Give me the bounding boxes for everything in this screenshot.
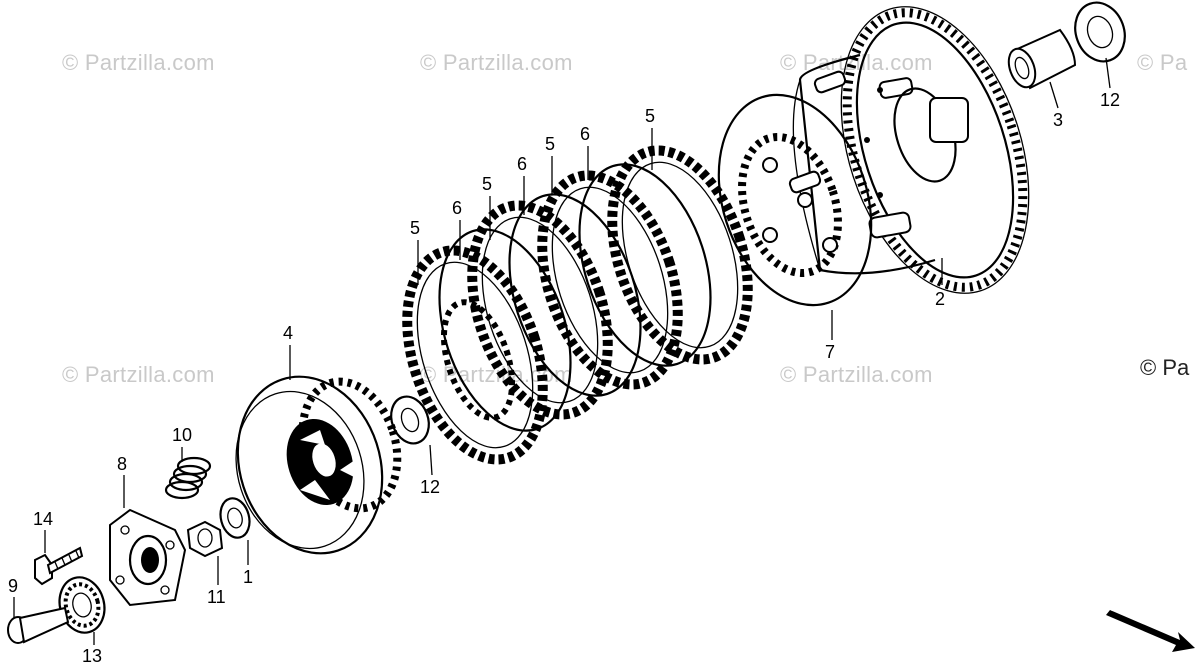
callout-11: 11	[207, 587, 226, 607]
watermark: © Partzilla.com	[62, 50, 215, 75]
watermark: © Partzilla.com	[420, 50, 573, 75]
forward-arrow	[1106, 610, 1195, 652]
callout-12: 12	[1100, 90, 1120, 110]
clutch-spring	[164, 456, 212, 500]
callout-6: 6	[452, 198, 462, 218]
callout-5: 5	[545, 134, 555, 154]
callout-7: 7	[825, 342, 835, 362]
callout-1: 1	[243, 567, 253, 587]
callout-2: 2	[935, 289, 945, 309]
bushing-part	[1007, 28, 1077, 90]
callout-8: 8	[117, 454, 127, 474]
lock-nut	[186, 520, 224, 558]
callout-4: 4	[283, 323, 293, 343]
leader-lines	[13, 57, 1111, 645]
clutch-lifter-plate	[109, 508, 187, 607]
callout-numbers: 12 3 2 7 5 6 5 6 5 6 5 4 12 10 8 1 11 14…	[8, 90, 1120, 666]
callout-5: 5	[645, 106, 655, 126]
watermark: © Pa	[1137, 50, 1188, 75]
clutch-center-hub	[235, 375, 402, 555]
callout-13: 13	[82, 646, 102, 666]
callout-3: 3	[1053, 110, 1063, 130]
callout-6: 6	[517, 154, 527, 174]
lifter-rod	[7, 606, 70, 644]
callout-9: 9	[8, 576, 18, 596]
callout-5: 5	[410, 218, 420, 238]
watermark: © Partzilla.com	[62, 362, 215, 387]
callout-10: 10	[172, 425, 192, 445]
callout-12: 12	[420, 477, 440, 497]
watermark: © Partzilla.com	[780, 362, 933, 387]
callout-14: 14	[33, 509, 53, 529]
watermark: © Pa	[1140, 355, 1190, 380]
washer-part-1	[219, 497, 251, 539]
clutch-plate-7	[717, 93, 873, 307]
flange-bolt	[34, 546, 84, 586]
friction-plate-stack	[402, 145, 753, 465]
clutch-outer-housing	[792, 6, 1030, 294]
callout-6: 6	[580, 124, 590, 144]
ball-bearing	[58, 576, 106, 634]
watermark: © Partzilla.com	[780, 50, 933, 75]
callout-5: 5	[482, 174, 492, 194]
thrust-washer-top	[1074, 1, 1126, 63]
